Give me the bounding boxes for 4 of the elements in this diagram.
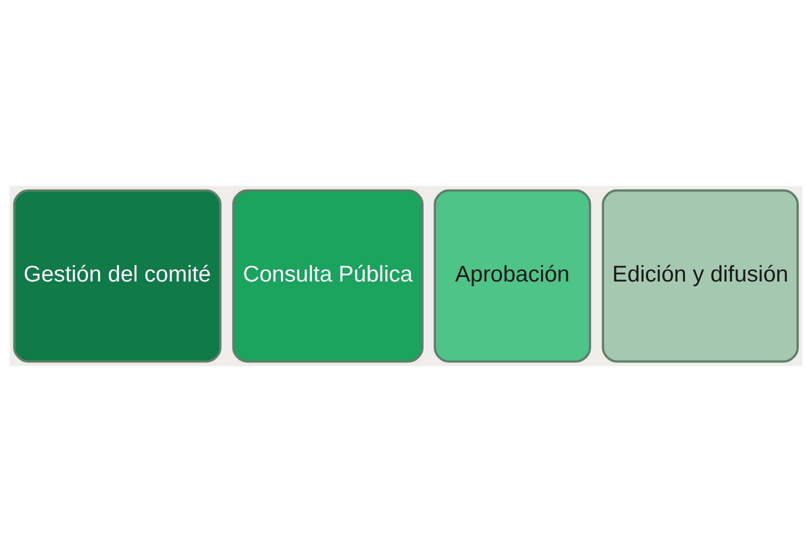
node-box: Edición y difusión (602, 188, 799, 362)
node-box: Gestión del comité (13, 188, 222, 362)
node-box: Aprobación (434, 188, 592, 362)
node-box: Consulta Pública (232, 188, 424, 362)
